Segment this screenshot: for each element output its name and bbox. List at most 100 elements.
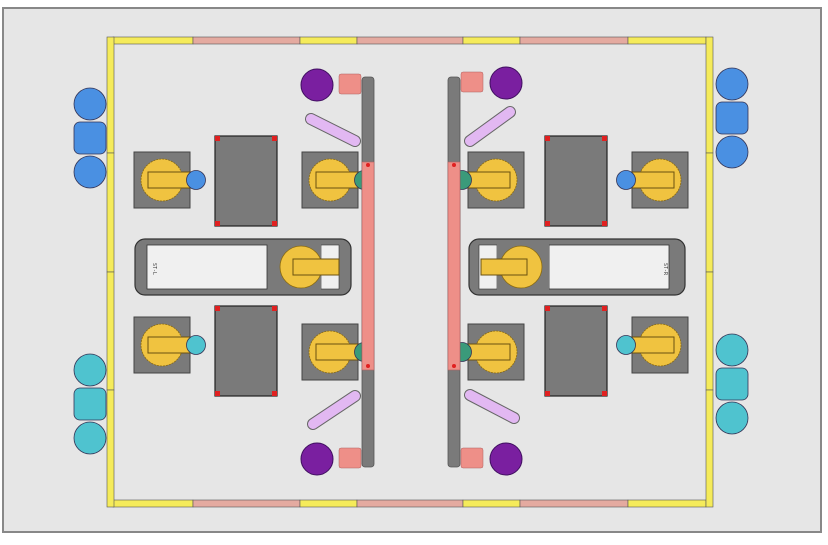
corner-marker (602, 136, 607, 141)
corner-marker (272, 136, 277, 141)
puck-stack-top-left[interactable] (73, 87, 107, 189)
left-wall-segment (106, 152, 115, 273)
gripper-icon[interactable] (186, 170, 206, 190)
part-block-top-right[interactable] (460, 71, 484, 93)
top-wall-segment (192, 36, 301, 45)
conveyor-right[interactable] (447, 76, 461, 468)
gripper-icon[interactable] (186, 335, 206, 355)
right-wall-segment (705, 271, 714, 391)
station-label: ST-L (151, 263, 157, 275)
background (2, 7, 822, 533)
part-bar-top-right[interactable] (465, 107, 515, 146)
bottom-wall-segment (519, 499, 629, 508)
top-wall-segment (462, 36, 521, 45)
station-label: ST-R (662, 263, 668, 276)
left-wall-segment (106, 389, 115, 508)
machine-bottom-right[interactable] (544, 305, 608, 397)
machine-top-right[interactable] (544, 135, 608, 227)
bottom-wall-segment (627, 499, 707, 508)
puck-icon (73, 155, 107, 189)
perimeter-walls (106, 36, 714, 508)
robot-link (480, 258, 528, 276)
gripper-icon[interactable] (616, 335, 636, 355)
part-block-top-left[interactable] (338, 73, 362, 95)
bottom-wall-segment (192, 499, 301, 508)
tray-slot (146, 244, 268, 290)
top-wall-segment (299, 36, 358, 45)
robot-arm-bottom-left-inner[interactable] (301, 323, 374, 381)
corner-marker (272, 306, 277, 311)
part-disc-top-left[interactable] (300, 68, 334, 102)
corner-marker (272, 391, 277, 396)
robot-link (629, 336, 675, 354)
robot-arm-bottom-right-outer[interactable] (616, 316, 689, 374)
robot-arm-top-right-inner[interactable] (452, 151, 525, 209)
part-bar-top-left[interactable] (306, 114, 360, 146)
top-wall-segment (627, 36, 707, 45)
puck-icon (73, 353, 107, 387)
conveyor-left[interactable] (361, 76, 375, 468)
corner-marker (215, 221, 220, 226)
workcell-items: ST-L ST-R (73, 66, 749, 476)
feeder-tray-left[interactable]: ST-L (134, 238, 352, 296)
corner-marker (602, 221, 607, 226)
corner-marker (272, 221, 277, 226)
part-block-bottom-right[interactable] (460, 447, 484, 469)
conveyor-belt (361, 161, 375, 371)
machine-bottom-left[interactable] (214, 305, 278, 397)
part-block-bottom-left[interactable] (338, 447, 362, 469)
part-bar-bottom-left[interactable] (308, 391, 360, 429)
corner-marker (602, 391, 607, 396)
robot-link (315, 171, 361, 189)
bottom-wall-segment (299, 499, 358, 508)
part-disc-bottom-left[interactable] (300, 442, 334, 476)
robot-link (292, 258, 340, 276)
puck-icon (715, 333, 749, 367)
puck-stack-bottom-left[interactable] (73, 353, 107, 455)
corner-marker (215, 306, 220, 311)
machine-body (544, 305, 608, 397)
bottom-wall-segment (112, 499, 194, 508)
feeder-tray-right[interactable]: ST-R (468, 238, 686, 296)
puck-icon (73, 421, 107, 455)
puck-icon (715, 135, 749, 169)
sensor-dot (452, 364, 456, 368)
bottom-wall-segment (356, 499, 464, 508)
sensor-dot (366, 364, 370, 368)
puck-box-icon (715, 101, 749, 135)
top-wall-segment (112, 36, 194, 45)
puck-stack-top-right[interactable] (715, 67, 749, 169)
top-wall-segment (519, 36, 629, 45)
corner-marker (602, 306, 607, 311)
robot-link (465, 171, 511, 189)
puck-stack-bottom-right[interactable] (715, 333, 749, 435)
part-disc-bottom-right[interactable] (489, 442, 523, 476)
puck-box-icon (73, 121, 107, 155)
machine-body (214, 135, 278, 227)
part-disc-top-right[interactable] (489, 66, 523, 100)
robot-arm-top-right-outer[interactable] (616, 151, 689, 209)
robot-arm-bottom-right-inner[interactable] (452, 323, 525, 381)
corner-marker (545, 306, 550, 311)
machine-top-left[interactable] (214, 135, 278, 227)
left-wall-segment (106, 271, 115, 391)
sensor-dot (452, 163, 456, 167)
robot-link (629, 171, 675, 189)
right-wall-segment (705, 36, 714, 154)
puck-box-icon (73, 387, 107, 421)
corner-marker (215, 391, 220, 396)
part-bar-bottom-right[interactable] (465, 390, 519, 423)
corner-marker (545, 391, 550, 396)
robot-link (147, 171, 193, 189)
puck-icon (715, 401, 749, 435)
robot-arm-bottom-left-outer[interactable] (133, 316, 206, 374)
top-wall-segment (356, 36, 464, 45)
right-wall-segment (705, 389, 714, 508)
robot-link (147, 336, 193, 354)
gripper-icon[interactable] (616, 170, 636, 190)
machine-body (214, 305, 278, 397)
robot-link (315, 343, 361, 361)
right-wall-segment (705, 152, 714, 273)
robot-arm-top-left-outer[interactable] (133, 151, 206, 209)
